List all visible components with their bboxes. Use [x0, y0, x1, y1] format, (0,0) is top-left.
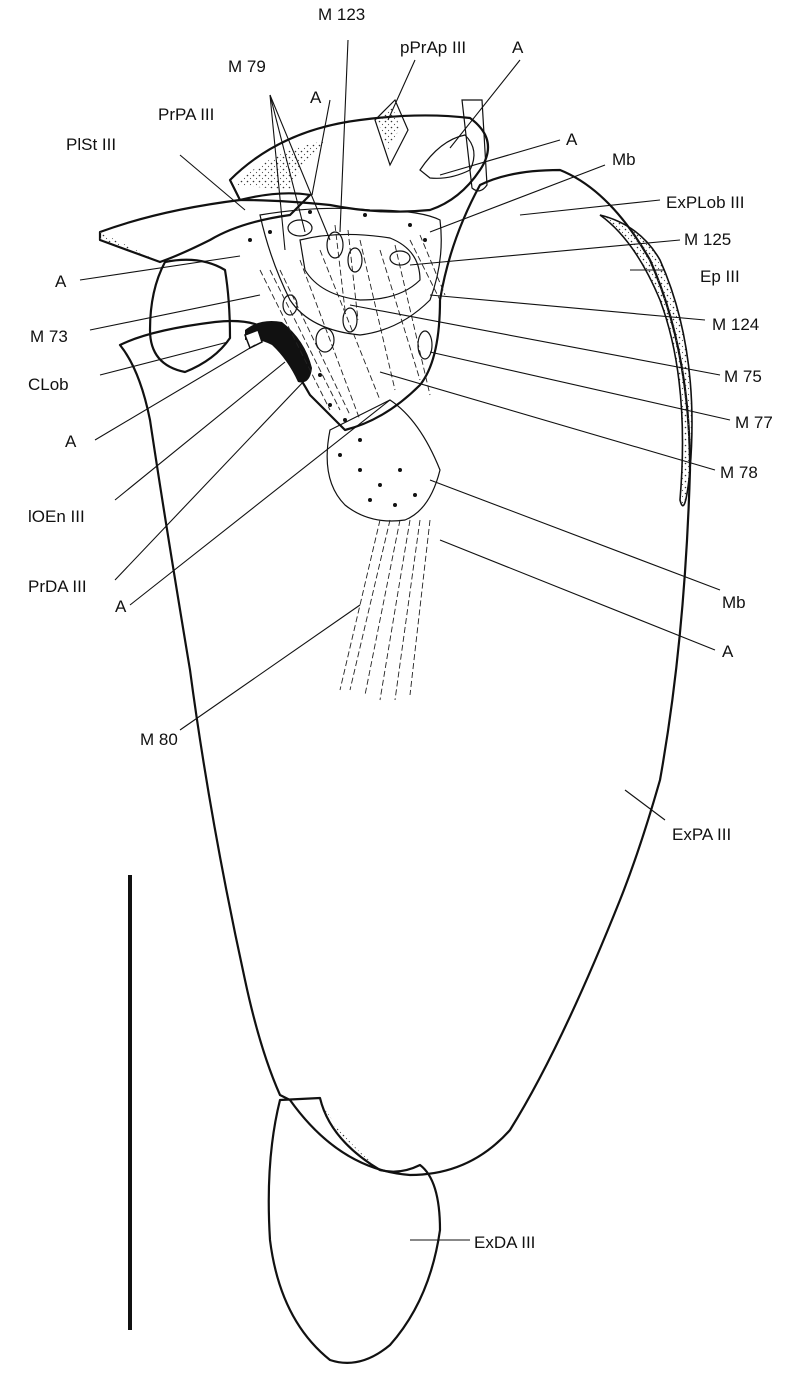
label-m123: M 123 — [318, 5, 365, 24]
label-explob: ExPLob III — [666, 193, 744, 212]
label-ep: Ep III — [700, 267, 740, 286]
label-mb-top: Mb — [612, 150, 636, 169]
clob-outline — [150, 260, 230, 372]
label-mb-low: Mb — [722, 593, 746, 612]
insertion-7 — [418, 331, 432, 359]
apodeme-hook — [420, 135, 474, 178]
label-m77: M 77 — [735, 413, 773, 432]
membrane-region — [260, 208, 441, 335]
punctation-dots — [248, 210, 427, 507]
label-a-right-top: A — [566, 130, 578, 149]
plst-outline — [100, 193, 310, 262]
expa-outline — [120, 170, 690, 1175]
insertion-3 — [288, 220, 312, 236]
label-a-left: A — [55, 272, 67, 291]
lower-membrane — [327, 400, 440, 521]
label-clob: CLob — [28, 375, 69, 394]
label-expa: ExPA III — [672, 825, 731, 844]
insertion-4 — [390, 251, 410, 265]
label-m80: M 80 — [140, 730, 178, 749]
label-m73: M 73 — [30, 327, 68, 346]
plst-stipple — [100, 232, 160, 262]
pprap-shading — [378, 105, 400, 150]
label-a-left2: A — [65, 432, 77, 451]
label-pprap: pPrAp III — [400, 38, 466, 57]
exda-outline — [269, 1098, 440, 1363]
leader-lines — [80, 40, 730, 1240]
label-m125: M 125 — [684, 230, 731, 249]
label-plst: PlSt III — [66, 135, 116, 154]
label-exda: ExDA III — [474, 1233, 535, 1252]
label-a-top: A — [512, 38, 524, 57]
label-a-lower-left: A — [115, 597, 127, 616]
label-m79: M 79 — [228, 57, 266, 76]
ioen-sclerite — [245, 321, 312, 382]
label-a-upper: A — [310, 88, 322, 107]
label-a-lower-right: A — [722, 642, 734, 661]
label-ioen: lOEn III — [28, 507, 85, 526]
insertion-6 — [283, 295, 297, 315]
insertion-1 — [327, 232, 343, 258]
label-m124: M 124 — [712, 315, 759, 334]
label-prda: PrDA III — [28, 577, 87, 596]
insertion-8 — [316, 328, 334, 352]
ep-crescent — [600, 215, 692, 506]
upper-stipple — [235, 140, 330, 190]
label-prpa: PrPA III — [158, 105, 214, 124]
label-m75: M 75 — [724, 367, 762, 386]
label-m78: M 78 — [720, 463, 758, 482]
